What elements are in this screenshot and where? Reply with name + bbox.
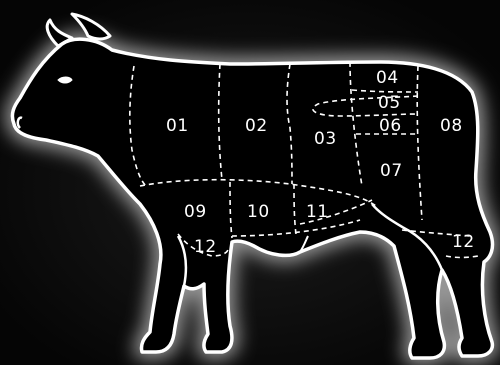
cut-label-04: 04 (376, 68, 399, 88)
cut-label-10: 10 (247, 202, 270, 222)
cut-label-12-hind: 12 (452, 232, 475, 252)
cut-label-08: 08 (440, 116, 463, 136)
cut-label-02: 02 (245, 116, 268, 136)
cut-label-09: 09 (184, 202, 207, 222)
cut-label-05: 05 (378, 93, 401, 113)
cut-label-11: 11 (306, 202, 329, 222)
cut-label-01: 01 (166, 116, 189, 136)
cut-label-06: 06 (379, 116, 402, 136)
cut-label-12-front: 12 (194, 237, 217, 257)
cut-label-03: 03 (314, 129, 337, 149)
eye (58, 77, 72, 83)
cut-label-07: 07 (380, 161, 403, 181)
